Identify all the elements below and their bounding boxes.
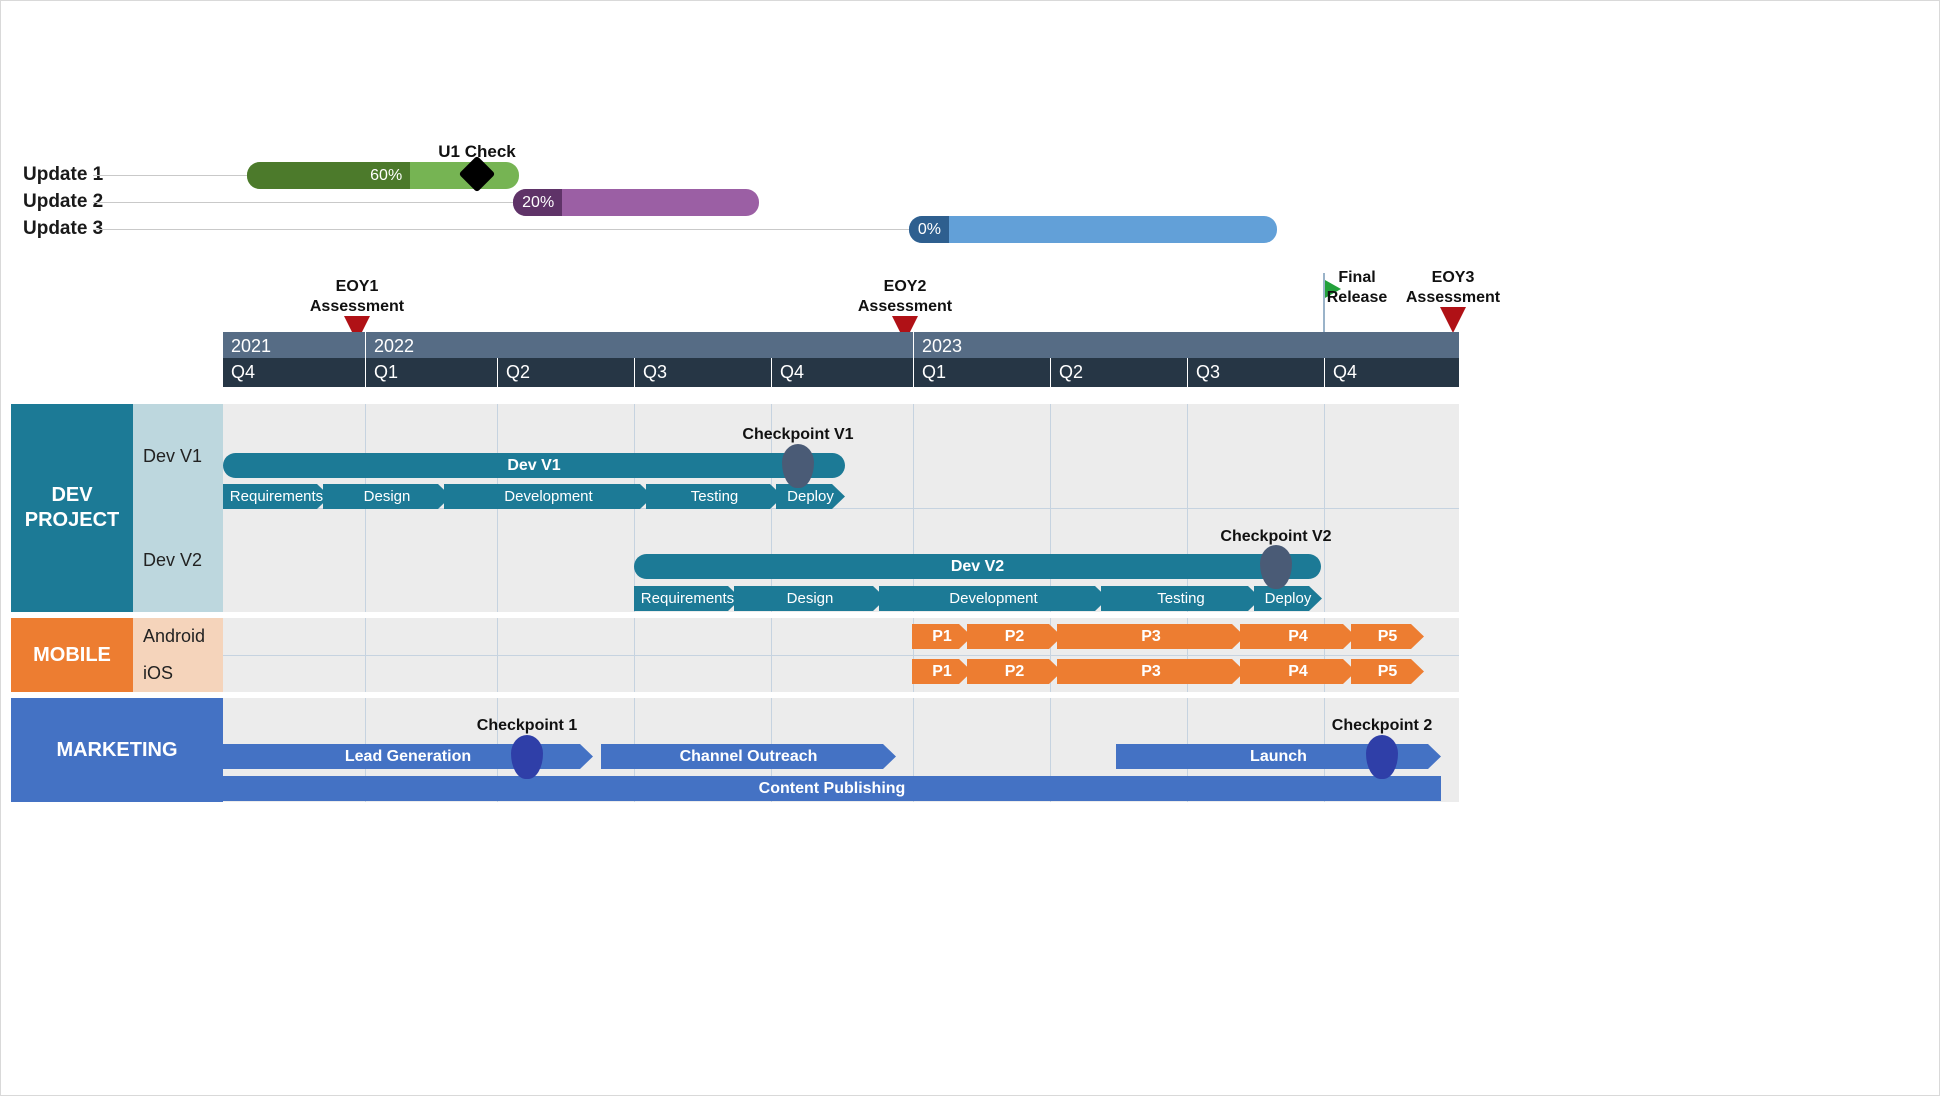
update-progress-fill-2: 20%: [513, 189, 563, 216]
bar-ios-p3[interactable]: P3: [1057, 659, 1245, 684]
update-progress-track-2[interactable]: 20%: [513, 189, 759, 216]
bar-android-p3[interactable]: P3: [1057, 624, 1245, 649]
update-progress-fill-3: 0%: [909, 216, 949, 243]
lane-subrow-android[interactable]: Android: [133, 618, 223, 655]
checkpoint-marker-checkpoint-2[interactable]: [1366, 735, 1398, 779]
lane-gridline-2-5: [913, 698, 914, 802]
lane-rowline-1-1: [223, 655, 1459, 656]
bar-android-p5[interactable]: P5: [1351, 624, 1424, 649]
timeline-quarter-cell-4: Q4: [771, 358, 913, 387]
timeline-year-cell-2023: 2023: [913, 332, 1459, 361]
bar-android-p1[interactable]: P1: [912, 624, 972, 649]
checkpoint-label-checkpoint-1: Checkpoint 1: [476, 717, 578, 734]
bar-dev-v2-task-design[interactable]: Design: [734, 586, 886, 611]
bar-ios-p1[interactable]: P1: [912, 659, 972, 684]
update-progress-track-3[interactable]: 0%: [909, 216, 1277, 243]
bar-dev-v1-task-deploy[interactable]: Deploy: [776, 484, 845, 509]
lane-subrow-dev-v2[interactable]: Dev V2: [133, 508, 223, 612]
final-release-flag-pole: [1323, 273, 1325, 333]
milestone-label-line1: EOY1: [335, 278, 379, 295]
bar-ios-p5[interactable]: P5: [1351, 659, 1424, 684]
bar-android-p4[interactable]: P4: [1240, 624, 1356, 649]
u1-check-label: U1 Check: [438, 142, 516, 161]
bar-dev-v1-task-requirements[interactable]: Requirements: [223, 484, 330, 509]
timeline-quarter-cell-0: Q4: [231, 362, 256, 382]
timeline-quarter-cell-7: Q3: [1187, 358, 1324, 387]
timeline-year-cell-2021: 2021: [231, 336, 272, 356]
lane-gridline-1-8: [1324, 618, 1325, 692]
final-release-label-line2: Release: [1326, 288, 1388, 306]
bar-dev-v2-task-development[interactable]: Development: [879, 586, 1108, 611]
bar-dev-v2-summary[interactable]: Dev V2: [634, 554, 1321, 579]
bar-dev-v1-summary[interactable]: Dev V1: [223, 453, 845, 478]
lane-gridline-1-1: [365, 618, 366, 692]
timeline-quarter-row: [223, 358, 1459, 387]
lane-gridline-0-5: [913, 404, 914, 612]
timeline-quarter-cell-5: Q1: [913, 358, 1050, 387]
checkpoint-label-checkpoint-v2: Checkpoint V2: [1220, 528, 1332, 545]
update-row-label-3: Update 3: [23, 218, 104, 239]
bar-ios-p2[interactable]: P2: [967, 659, 1062, 684]
lane-category-marketing[interactable]: MARKETING: [11, 698, 223, 802]
final-release-flag-icon: [1325, 280, 1341, 298]
lane-rowline-0-1: [223, 508, 1459, 509]
timeline-quarter-cell-2: Q2: [497, 358, 634, 387]
bar-dev-v2-task-deploy[interactable]: Deploy: [1254, 586, 1322, 611]
update-row-label-1: Update 1: [23, 164, 104, 185]
bar-dev-v1-task-development[interactable]: Development: [444, 484, 653, 509]
lane-subrow-ios[interactable]: iOS: [133, 655, 223, 692]
update-row-leader-line-1: [93, 175, 247, 176]
lane-gridline-1-4: [771, 618, 772, 692]
bar-dev-v2-task-testing[interactable]: Testing: [1101, 586, 1261, 611]
lane-gridline-1-3: [634, 618, 635, 692]
bar-dev-v1-task-design[interactable]: Design: [323, 484, 451, 509]
checkpoint-marker-checkpoint-v1[interactable]: [782, 444, 814, 488]
bar-dev-v1-task-testing[interactable]: Testing: [646, 484, 783, 509]
update-row-leader-line-2: [93, 202, 513, 203]
update-row-leader-line-3: [93, 229, 909, 230]
lane-gridline-2-6: [1050, 698, 1051, 802]
lane-category-dev-project[interactable]: DEV PROJECT: [11, 404, 133, 612]
lane-gridline-0-8: [1324, 404, 1325, 612]
milestone-label-line2: Assessment: [309, 297, 405, 315]
lane-gridline-0-4: [771, 404, 772, 612]
checkpoint-label-checkpoint-v1: Checkpoint V1: [742, 426, 854, 443]
milestone-triangle-icon-3: [1440, 307, 1466, 333]
lane-gridline-0-6: [1050, 404, 1051, 612]
update-row-label-2: Update 2: [23, 191, 104, 212]
timeline-year-cell-2022: 2022: [365, 332, 913, 361]
timeline-quarter-cell-8: Q4: [1324, 358, 1459, 387]
timeline-quarter-cell-1: Q1: [365, 358, 497, 387]
timeline-quarter-cell-6: Q2: [1050, 358, 1187, 387]
bar-dev-v2-task-requirements[interactable]: Requirements: [634, 586, 741, 611]
milestone-label-line2: Assessment: [857, 297, 953, 315]
checkpoint-marker-checkpoint-1[interactable]: [511, 735, 543, 779]
bar-marketing-content-publishing[interactable]: Content Publishing: [223, 776, 1441, 801]
timeline-year-row: [223, 332, 1459, 361]
lane-category-mobile[interactable]: MOBILE: [11, 618, 133, 692]
checkpoint-label-checkpoint-2: Checkpoint 2: [1331, 717, 1433, 734]
lane-gridline-1-5: [913, 618, 914, 692]
milestone-label-line2: Assessment: [1405, 288, 1501, 306]
final-release-label-line1: Final: [1338, 269, 1376, 286]
timeline-quarter-cell-3: Q3: [634, 358, 771, 387]
lane-gridline-0-7: [1187, 404, 1188, 612]
lane-subrow-dev-v1[interactable]: Dev V1: [133, 404, 223, 508]
lane-gridline-1-2: [497, 618, 498, 692]
milestone-label-line1: EOY3: [1431, 269, 1475, 286]
bar-ios-p4[interactable]: P4: [1240, 659, 1356, 684]
bar-marketing-channel-outreach[interactable]: Channel Outreach: [601, 744, 896, 769]
lane-gridline-1-6: [1050, 618, 1051, 692]
update-progress-fill-1: 60%: [247, 162, 411, 189]
bar-android-p2[interactable]: P2: [967, 624, 1062, 649]
milestone-label-line1: EOY2: [883, 278, 927, 295]
checkpoint-marker-checkpoint-v2[interactable]: [1260, 545, 1292, 589]
lane-gridline-1-7: [1187, 618, 1188, 692]
